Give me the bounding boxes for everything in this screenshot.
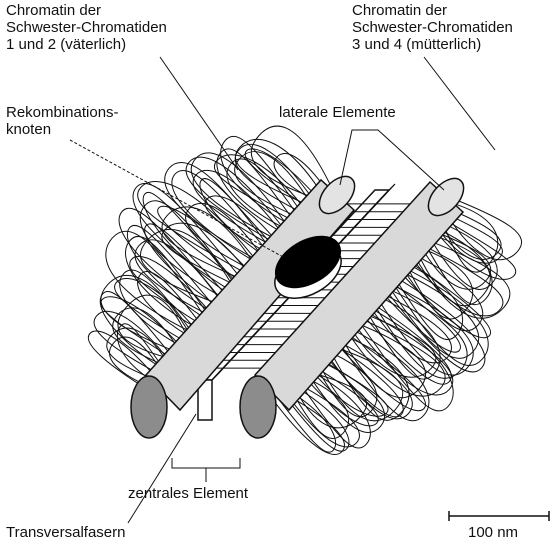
chromatin-loop [273, 384, 337, 453]
lateral-element-right-end [239, 375, 277, 439]
chromatin-loop [348, 299, 454, 412]
chromatin-loop [302, 351, 389, 417]
chromatin-loop [364, 281, 468, 379]
chromatin-loop [375, 269, 486, 373]
chromatin-loop [144, 223, 238, 316]
chromatin-loop [352, 295, 452, 385]
chromatin-loop [185, 156, 295, 251]
lateral-element-left [130, 175, 356, 439]
chromatin-loop [114, 278, 207, 351]
chromatin-loop [413, 226, 492, 290]
chromatin-loop [234, 151, 319, 223]
chromatin-loop [109, 336, 170, 393]
chromatin-loop [220, 135, 310, 233]
chromatin-loop [100, 296, 192, 367]
lateral-element-left-end [130, 375, 168, 439]
chromatin-loop [311, 341, 404, 422]
chromatin-loop [116, 323, 173, 389]
chromatin-loop [100, 274, 200, 359]
chromatin-loop [410, 229, 491, 307]
chromatin-loop [318, 334, 413, 420]
chromatin-loop [291, 364, 371, 449]
recombination-nodule [274, 235, 342, 299]
leader-transverse [127, 413, 197, 524]
scale-bar [448, 511, 550, 521]
chromatin-loop [137, 181, 267, 282]
chromatin-loop [399, 242, 474, 320]
chromatin-loop [357, 289, 441, 380]
chromatin-loop [118, 207, 233, 321]
chromatin-loop [436, 200, 499, 273]
chromatin-loop [273, 153, 333, 207]
chromatin-loop [390, 253, 492, 339]
lateral-element-right [239, 177, 465, 439]
chromatin-loop [93, 310, 180, 382]
chromatin-loop [440, 195, 523, 261]
chromatin-loop [142, 191, 248, 304]
chromatin-loop [322, 329, 410, 421]
leader-lateral [339, 129, 445, 191]
maternal-chromatin-loops [270, 195, 523, 455]
chromatin-loop [234, 139, 329, 212]
label-recombination-nodule: Rekombinations- knoten [6, 104, 119, 138]
chromatin-loop [126, 224, 226, 328]
label-transverse-fibers: Transversalfasern [6, 524, 126, 541]
chromatin-loop [429, 208, 503, 264]
chromatin-loop [132, 182, 252, 300]
chromatin-loop [285, 371, 350, 439]
label-central-element: zentrales Element [128, 485, 249, 502]
label-chromatin-paternal: Chromatin der Schwester-Chromatiden 1 un… [6, 2, 167, 53]
chromatin-loop [416, 222, 493, 305]
chromatin-loop [333, 316, 427, 399]
label-chromatin-maternal: Chromatin der Schwester-Chromatiden 3 un… [352, 2, 513, 53]
chromatin-loop [137, 270, 211, 346]
chromatin-loop [386, 256, 464, 340]
chromatin-loop [157, 205, 260, 290]
chromatin-loop [99, 291, 183, 378]
bracket-central [171, 458, 241, 469]
chromatin-loop [278, 379, 350, 452]
chromatin-loop [345, 303, 454, 396]
chromatin-loop [213, 154, 314, 229]
chromatin-loop [421, 216, 498, 290]
chromatin-loop [161, 206, 264, 286]
chromatin-loop [88, 330, 166, 397]
leader-maternal [423, 56, 496, 151]
chromatin-loop [432, 204, 502, 260]
label-scale-bar: 100 nm [468, 524, 519, 541]
chromatin-loop [426, 212, 517, 280]
chromatin-loop [342, 306, 437, 378]
chromatin-loop [338, 311, 446, 397]
chromatin-loop [117, 294, 196, 364]
chromatin-loop [106, 327, 177, 386]
leader-lines [69, 56, 496, 524]
chromatin-loop [296, 359, 379, 427]
chromatin-loop [360, 285, 453, 364]
chromatin-loop [129, 255, 222, 334]
chromatin-loop [250, 125, 336, 203]
chromatin-loop [244, 148, 326, 215]
chromatin-loop [112, 307, 188, 373]
chromatin-loop [316, 336, 404, 418]
leader-nodule [69, 139, 286, 259]
paternal-chromatin-loops [88, 125, 336, 397]
label-lateral-elements: laterale Elemente [279, 104, 396, 121]
chromatin-loop [125, 235, 219, 337]
chromatin-loop [140, 228, 242, 311]
leader-paternal [159, 56, 239, 171]
